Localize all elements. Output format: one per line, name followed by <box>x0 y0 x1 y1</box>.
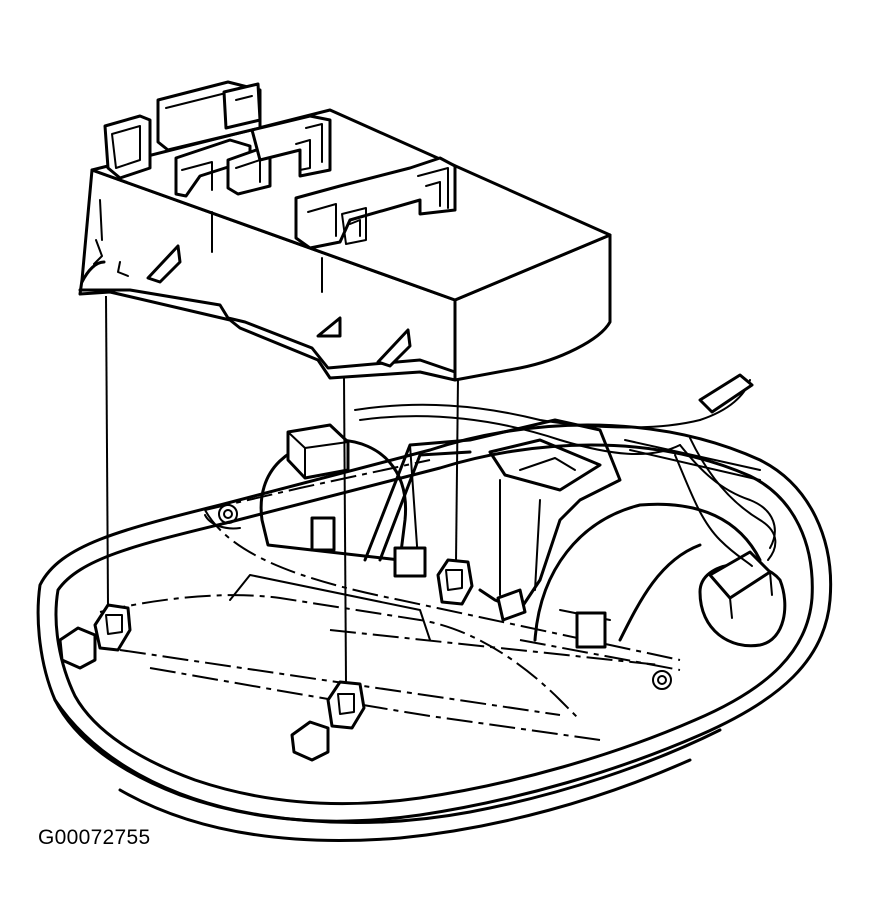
center-bracket <box>363 418 622 622</box>
figure-code: G00072755 <box>38 826 151 849</box>
left-lamp-dome <box>259 423 408 562</box>
console-housing <box>36 423 833 842</box>
wiring-harness <box>354 373 777 567</box>
housing-mounting-clips <box>58 558 474 762</box>
electronic-module <box>78 80 612 382</box>
alignment-guides <box>105 295 459 683</box>
right-lamp-dome <box>533 502 787 649</box>
